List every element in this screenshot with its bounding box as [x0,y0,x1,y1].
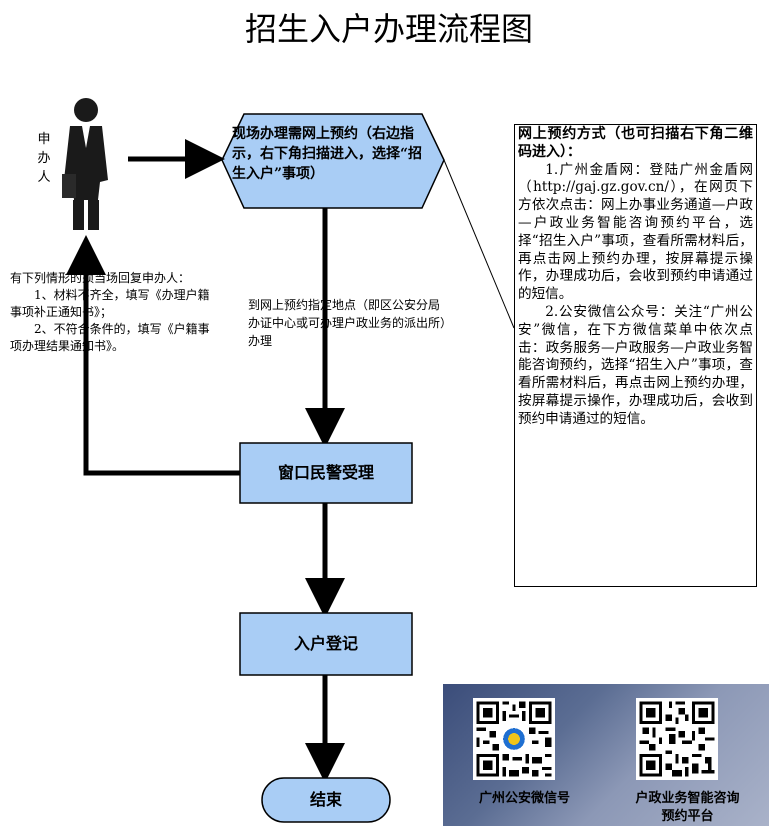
return-conditions-heading: 有下列情形的须当场回复申办人： [10,271,191,285]
qr-right-section: 户政业务智能咨询 预约平台 [606,684,769,826]
hexagon-text: 现场办理需网上预约（右边指示，右下角扫描进入，选择“招生入户”事项） [232,126,423,182]
applicant-label-char: 人 [37,170,51,185]
end-terminal [261,777,391,823]
return-condition-item-2: 2、不符合条件的，填写《户籍事项办理结果通知书》。 [10,322,210,353]
wechat-qr-code-icon[interactable] [473,698,555,780]
qr-left-section: 广州公安微信号 [443,684,606,826]
applicant-label: 申 办 人 [34,130,54,187]
applicant-label-char: 办 [37,151,51,166]
applicant-label-char: 申 [37,132,51,147]
online-method-item-2: 2.公安微信公众号：关注“广州公安”微信，在下方微信菜单中依次点击：政务服务—户… [518,303,753,427]
online-methods-heading: 网上预约方式（也可扫描右下角二维码进入）： [518,126,753,160]
qr-code-panel: 广州公安微信号 户政业务智能咨询 预约平台 [443,684,769,826]
page-title: 招生入户办理流程图 [244,10,533,48]
window-police-label: 窗口民警受理 [277,463,374,482]
return-condition-item-1: 1、材料不齐全，填写《办理户籍事项补正通知书》； [10,288,210,319]
online-appointment-methods-box: 网上预约方式（也可扫描右下角二维码进入）： 1.广州金盾网：登陆广州金盾网（ht… [514,124,757,587]
end-label: 结束 [309,790,342,809]
arrow-window-to-applicant [66,235,240,476]
register-label: 入户登记 [293,634,358,653]
online-method-item-1: 1.广州金盾网：登陆广州金盾网（http://gaj.gz.gov.cn/），在… [518,161,753,303]
applicant-person-icon [62,98,108,230]
appointment-location-note: 到网上预约指定地点（即区公安分局办证中心或可办理户政业务的派出所）办理 [248,298,447,348]
wechat-qr-label: 广州公安微信号 [478,791,570,806]
appointment-qr-label-line1: 户政业务智能咨询 [635,791,740,806]
appointment-qr-code-icon[interactable] [636,698,718,780]
register-box [239,612,413,676]
return-conditions-note: 有下列情形的须当场回复申办人： 1、材料不齐全，填写《办理户籍事项补正通知书》；… [10,270,210,355]
appointment-qr-label-line2: 预约平台 [661,809,714,824]
connector-hexagon-to-right-box [443,159,515,329]
